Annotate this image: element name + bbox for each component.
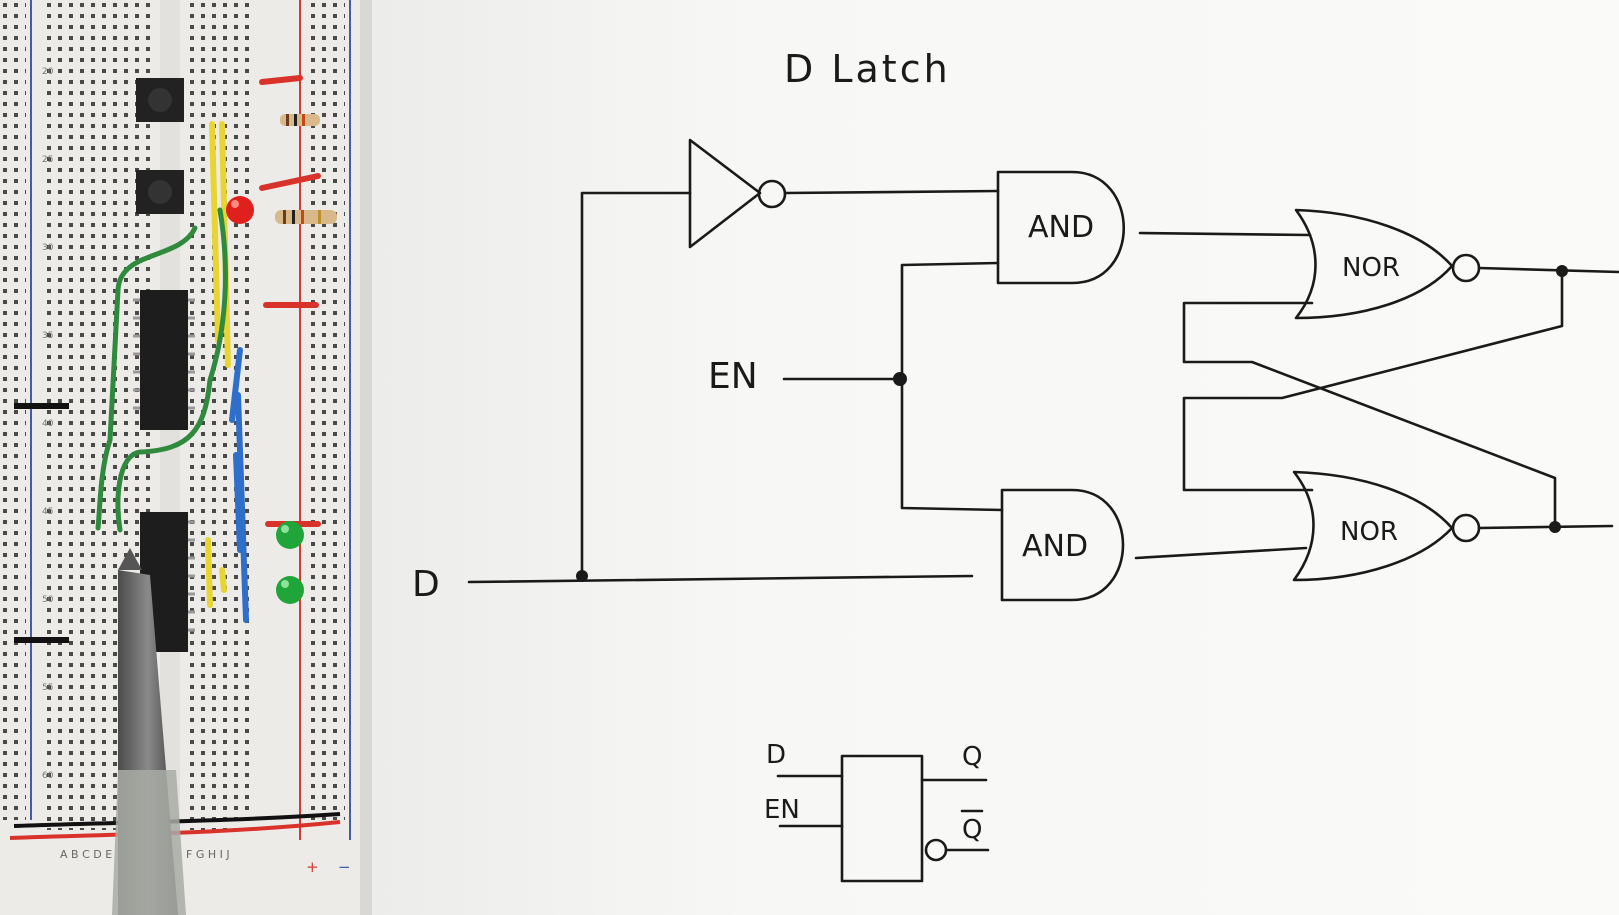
push-button-1 — [136, 78, 184, 122]
d-input-wire — [467, 574, 974, 584]
and-gate-bottom — [1000, 488, 1125, 602]
paper-sheet: D Latch AND AND EN D — [372, 0, 1619, 915]
diagram-title: D Latch — [784, 47, 951, 91]
en-junction-dot — [893, 372, 907, 386]
svg-text:25: 25 — [42, 155, 53, 165]
column-letters-right: F G H I J — [186, 848, 230, 861]
push-button-2 — [136, 170, 184, 214]
symbol-q-label: Q — [962, 742, 982, 772]
green-led-2 — [276, 576, 304, 604]
nor-top-bubble — [1451, 253, 1481, 283]
symbol-d-label: D — [766, 740, 786, 770]
symbol-q-bar-label: Q — [962, 815, 982, 845]
and-bottom-output-wire — [1134, 546, 1308, 560]
inverter-bubble — [757, 179, 787, 209]
nor-top-label: NOR — [1342, 253, 1400, 283]
ic-chip-1 — [133, 290, 195, 430]
svg-text:45: 45 — [42, 507, 53, 517]
nor-gate-bottom — [1292, 470, 1454, 582]
en-input-label: EN — [708, 356, 758, 397]
pencil — [112, 548, 186, 915]
symbol-q-bar-bubble — [924, 838, 948, 862]
rail-plus-label: + — [306, 858, 319, 876]
and-bottom-label: AND — [1022, 529, 1088, 564]
nor-bottom-label: NOR — [1340, 517, 1398, 547]
breadboard: 20 25 30 35 40 45 50 55 60 A B C D E F G… — [0, 0, 372, 915]
and-gate-top — [996, 170, 1126, 285]
red-led — [226, 196, 254, 224]
symbol-en-label: EN — [764, 795, 800, 825]
rail-minus-label: − — [338, 858, 351, 876]
svg-text:35: 35 — [42, 331, 53, 341]
column-letters-left: A B C D E — [60, 848, 112, 861]
ground-jumper-bottom — [14, 637, 69, 643]
latch-symbol-box — [840, 754, 924, 883]
resistor-2 — [275, 210, 337, 224]
svg-text:55: 55 — [42, 683, 53, 693]
and-top-output-wire — [1138, 231, 1312, 237]
d-input-label: D — [412, 564, 440, 605]
d-latch-schematic: D Latch AND AND EN D — [412, 47, 1619, 883]
svg-text:40: 40 — [42, 419, 54, 429]
inverter-body — [688, 138, 762, 249]
inverter-output-wire — [783, 189, 1000, 195]
d-junction-dot — [576, 570, 588, 582]
row-numbers: 20 25 30 35 40 45 50 55 60 — [42, 67, 54, 781]
feedback-q-bar-to-top — [1182, 301, 1557, 529]
svg-text:50: 50 — [42, 595, 54, 605]
blue-wires — [229, 347, 249, 623]
resistor-1 — [280, 114, 320, 126]
feedback-q-to-bottom — [1182, 269, 1564, 492]
q-bar-output-wire — [1477, 524, 1614, 530]
nor-bottom-bubble — [1451, 513, 1481, 543]
center-channel — [160, 0, 180, 915]
green-wires — [95, 207, 228, 533]
and-top-label: AND — [1028, 210, 1094, 245]
nor-gate-top — [1294, 208, 1454, 320]
green-led-1 — [276, 521, 304, 549]
q-output-wire — [1477, 266, 1619, 274]
ground-jumper-top — [14, 403, 69, 409]
svg-text:20: 20 — [42, 67, 54, 77]
en-branch-wire — [900, 261, 1004, 512]
svg-text:30: 30 — [42, 243, 54, 253]
svg-text:60: 60 — [42, 771, 54, 781]
d-to-inverter-wire — [580, 191, 692, 578]
